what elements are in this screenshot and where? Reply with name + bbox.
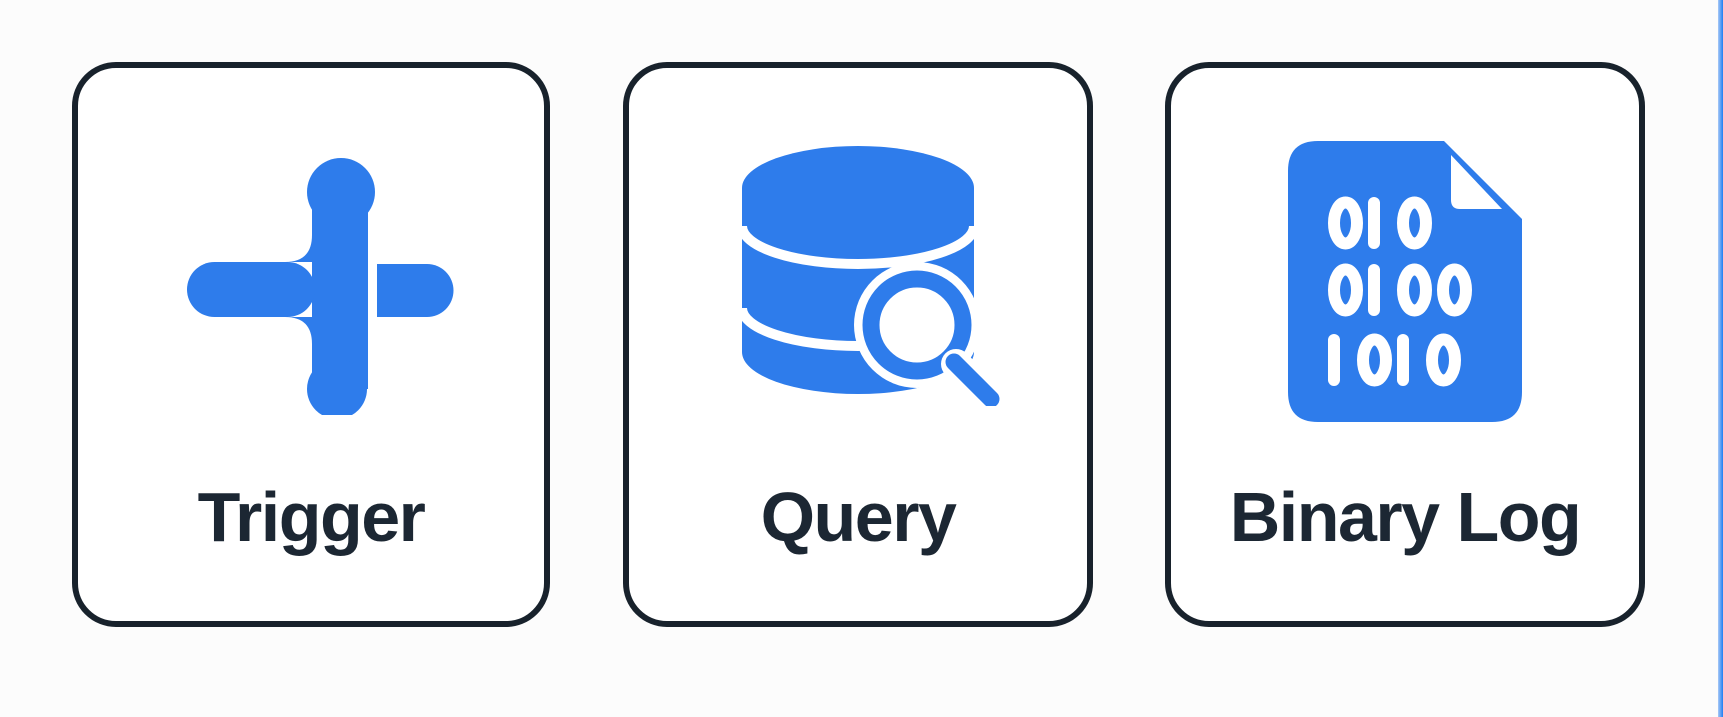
binary-file-icon xyxy=(1288,141,1522,422)
right-edge-accent-strip xyxy=(1718,0,1723,717)
card-query: Query xyxy=(623,62,1093,627)
card-binary-log: Binary Log xyxy=(1165,62,1645,627)
binary-digits xyxy=(1328,196,1472,387)
card-label-binary-log: Binary Log xyxy=(1229,478,1582,556)
card-label-query: Query xyxy=(760,478,957,556)
database-search-icon xyxy=(740,140,1002,406)
card-trigger: Trigger xyxy=(72,62,550,627)
trigger-connector-icon xyxy=(185,155,465,415)
card-label-trigger: Trigger xyxy=(197,478,426,556)
